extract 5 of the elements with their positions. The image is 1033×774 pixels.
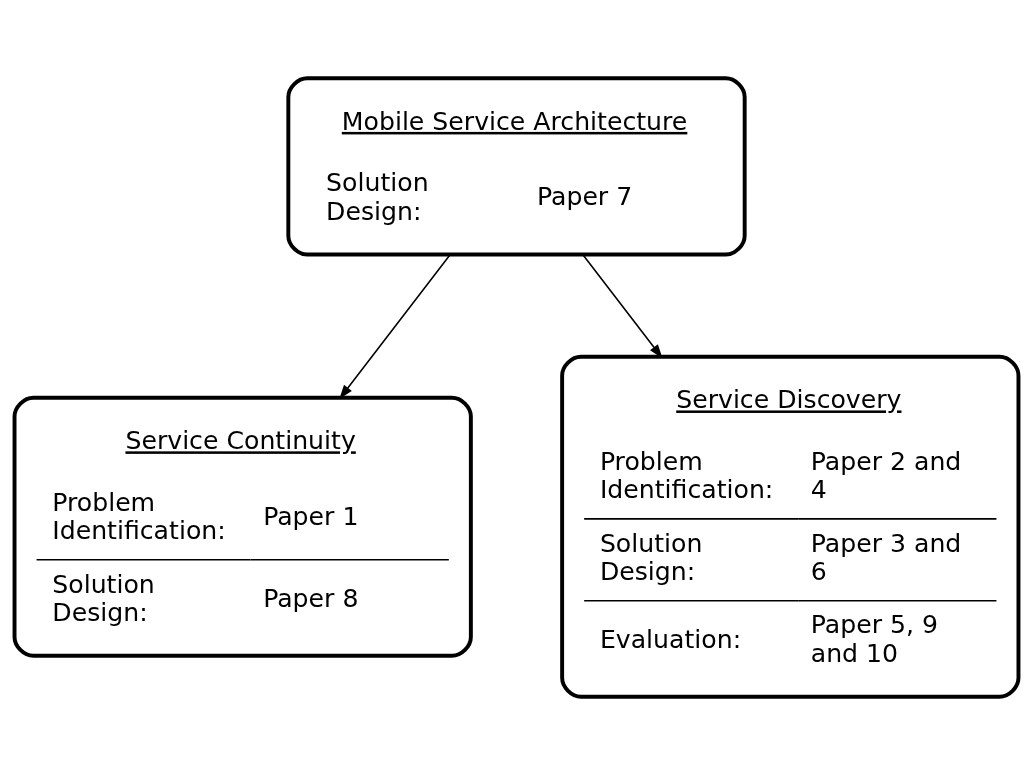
node-box: Service Discovery Problem Identification: Paper 2 and 4 Solution Design: Paper 3 and 6 Evaluation: Paper 5, 9 and 10 xyxy=(560,354,1021,699)
arrow xyxy=(582,253,663,359)
node-box: Service Continuity Problem Identification: Paper 1 Solution Design: Paper 8 xyxy=(12,395,473,658)
node-box: Mobile Service Architecture Solution Design: Paper 7 xyxy=(286,75,747,256)
arrow xyxy=(339,253,451,399)
